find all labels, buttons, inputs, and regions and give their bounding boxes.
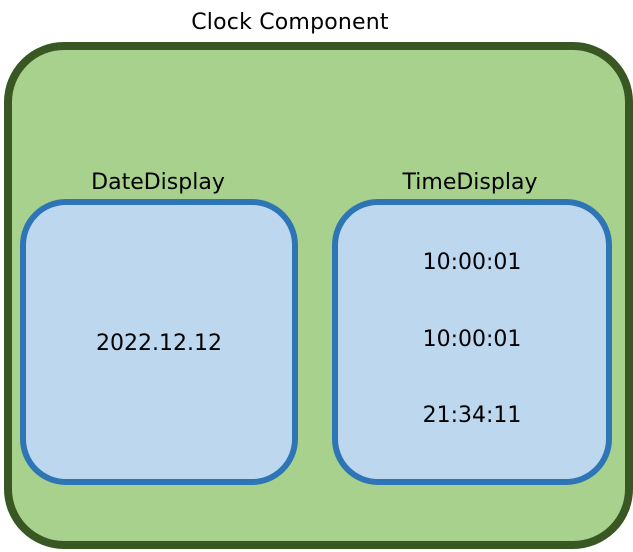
date-display-box: 2022.12.12 xyxy=(20,199,298,485)
time-value-1: 10:00:01 xyxy=(422,250,522,275)
time-display-label: TimeDisplay xyxy=(402,170,538,195)
time-display-box: 10:00:01 10:00:01 21:34:11 xyxy=(332,199,612,485)
date-display-label: DateDisplay xyxy=(91,170,225,195)
time-value-2: 10:00:01 xyxy=(422,327,522,352)
clock-component-title: Clock Component xyxy=(191,10,389,35)
time-value-3: 21:34:11 xyxy=(422,403,522,428)
date-value: 2022.12.12 xyxy=(96,331,222,356)
